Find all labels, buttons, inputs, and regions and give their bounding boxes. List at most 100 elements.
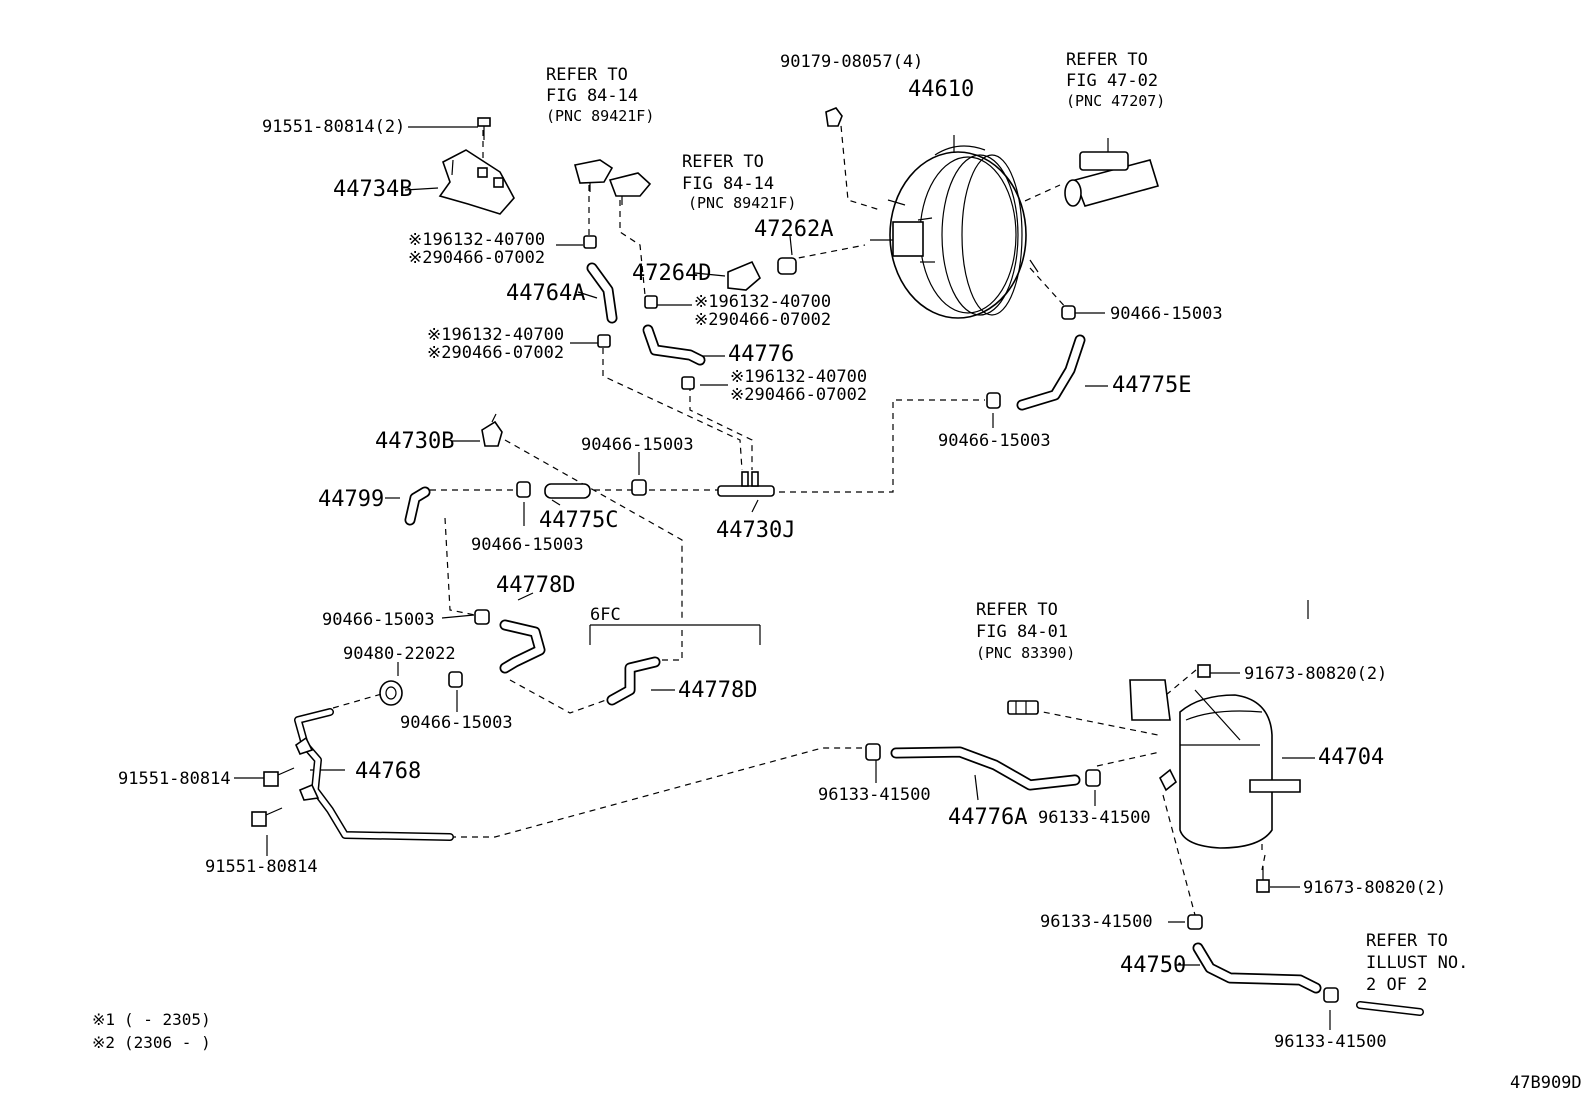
ref-2-pnc: (PNC 89421F) — [688, 194, 796, 212]
label-tank-44704: 44704 — [1318, 745, 1384, 770]
hose-clamp-small — [583, 235, 695, 390]
ref-4-line1: REFER TO — [976, 600, 1058, 620]
clamp-90466-d-part — [516, 481, 531, 498]
label-nut-90179: 90179-08057(4) — [780, 52, 923, 72]
label-note2-d: ※290466-07002 — [730, 385, 867, 405]
clamp-90466-f-part — [448, 671, 463, 688]
label-bolt-91551-a: 91551-80814 — [118, 769, 231, 789]
clamp-96133-a-part — [865, 743, 881, 761]
label-bushing-47262A: 47262A — [754, 217, 833, 242]
label-pipe-44768: 44768 — [355, 759, 421, 784]
label-note1-c: ※196132-40700 — [694, 292, 831, 312]
brake-booster-44610 — [870, 145, 1039, 319]
label-clamp-96133-b: 96133-41500 — [1038, 808, 1151, 828]
hose-44750 — [1192, 942, 1322, 994]
label-hose-44778D-lower: 44778D — [678, 678, 757, 703]
label-clamp-96133-c: 96133-41500 — [1040, 912, 1153, 932]
ref-1-pnc: (PNC 89421F) — [546, 107, 654, 125]
reference-1: REFER TO FIG 84-14 (PNC 89421F) — [546, 65, 654, 125]
ref-1-line2: FIG 84-14 — [546, 86, 638, 106]
bolt-91551-top — [477, 117, 491, 140]
label-hose-44775E: 44775E — [1112, 373, 1191, 398]
hose-44775E — [1016, 334, 1086, 411]
clamp-90466-b-part — [986, 392, 1001, 409]
ref-2-line1: REFER TO — [682, 152, 764, 172]
hose-44778D-upper — [499, 619, 546, 674]
reference-2: REFER TO FIG 84-14 (PNC 89421F) — [682, 152, 796, 212]
label-clamp-90466-a: 90466-15003 — [1110, 304, 1223, 324]
vacuum-sensor-1 — [573, 159, 614, 192]
ref-5-line3: 2 OF 2 — [1366, 975, 1427, 995]
label-note1-b: ※196132-40700 — [427, 325, 564, 345]
clamp-90466-a-part — [1061, 305, 1076, 320]
label-joint-44730J: 44730J — [716, 518, 795, 543]
label-clamp-90466-d: 90466-15003 — [471, 535, 584, 555]
footnotes: ※1 ( - 2305) ※2 (2306 - ) — [92, 1010, 211, 1052]
bracket-44734B — [438, 149, 515, 215]
hose-44764A — [586, 262, 618, 324]
label-bolt-91673-a: 91673-80820(2) — [1244, 664, 1387, 684]
label-clamp-90466-c: 90466-15003 — [581, 435, 694, 455]
label-clamp-90466-e: 90466-15003 — [322, 610, 435, 630]
pipe-to-illust-2 — [1356, 1001, 1424, 1016]
solid-leaders — [234, 126, 1331, 1030]
pipe-44768 — [294, 708, 454, 841]
footnote-2-text: (2306 - ) — [124, 1033, 211, 1052]
label-clamp-90466-f: 90466-15003 — [400, 713, 513, 733]
bolt-91551-a-part — [263, 767, 295, 787]
label-clamp-96133-a: 96133-41500 — [818, 785, 931, 805]
reference-4: REFER TO FIG 84-01 (PNC 83390) — [976, 600, 1075, 662]
tank-44704 — [1129, 679, 1301, 849]
ref-4-pnc: (PNC 83390) — [976, 644, 1075, 662]
footnote-2-mark: ※2 — [92, 1033, 115, 1052]
bolt-91673-b-part — [1256, 866, 1270, 893]
label-hose-44776A: 44776A — [948, 805, 1027, 830]
ref-5-line2: ILLUST NO. — [1366, 953, 1468, 973]
hose-44799 — [404, 486, 431, 526]
footnote-1-mark: ※1 — [92, 1010, 115, 1029]
label-bracket-47264D: 47264D — [632, 261, 711, 286]
label-bolt-91551-2: 91551-80814(2) — [262, 117, 405, 137]
clamp-96133-b-part — [1085, 769, 1101, 787]
diagram-code: 47B909D — [1510, 1073, 1582, 1093]
ref-5-line1: REFER TO — [1366, 931, 1448, 951]
clip-44730B — [481, 413, 503, 447]
vacuum-sensor-2 — [608, 172, 652, 205]
reference-3: REFER TO FIG 47-02 (PNC 47207) — [1066, 50, 1165, 110]
label-bolt-91673-b: 91673-80820(2) — [1303, 878, 1446, 898]
label-hose-44778D-upper: 44778D — [496, 573, 575, 598]
label-hose-44764A: 44764A — [506, 281, 585, 306]
dashed-leaders — [332, 114, 1266, 916]
label-note2-b: ※290466-07002 — [427, 343, 564, 363]
ref-3-line2: FIG 47-02 — [1066, 71, 1158, 91]
label-booster-44610: 44610 — [908, 77, 974, 102]
joint-44730J — [717, 471, 775, 497]
hose-44776 — [642, 324, 706, 366]
label-clamp-96133-d: 96133-41500 — [1274, 1032, 1387, 1052]
bracket-47264D — [727, 260, 761, 291]
label-note2-c: ※290466-07002 — [694, 310, 831, 330]
label-hose-44775C: 44775C — [539, 508, 618, 533]
ref-3-line1: REFER TO — [1066, 50, 1148, 70]
footnote-1-text: ( - 2305) — [124, 1010, 211, 1029]
label-bracket-44734B: 44734B — [333, 177, 412, 202]
section-6fc-bracket — [589, 624, 761, 645]
label-clamp-90466-b: 90466-15003 — [938, 431, 1051, 451]
bolt-91551-b-part — [251, 807, 283, 827]
label-section-6fc: 6FC — [590, 605, 621, 625]
ref-3-pnc: (PNC 47207) — [1066, 92, 1165, 110]
bushing-47262A — [777, 257, 797, 275]
label-note1-a: ※196132-40700 — [408, 230, 545, 250]
clamp-96133-c-part — [1187, 914, 1203, 930]
hose-44776A — [890, 746, 1081, 791]
label-grommet-90480: 90480-22022 — [343, 644, 456, 664]
clamp-96133-d-part — [1323, 987, 1339, 1003]
ref-4-line2: FIG 84-01 — [976, 622, 1068, 642]
ref-1-line1: REFER TO — [546, 65, 628, 85]
label-clip-44730B: 44730B — [375, 429, 454, 454]
label-note1-d: ※196132-40700 — [730, 367, 867, 387]
clamp-90466-e-part — [474, 609, 490, 625]
label-hose-44750: 44750 — [1120, 953, 1186, 978]
